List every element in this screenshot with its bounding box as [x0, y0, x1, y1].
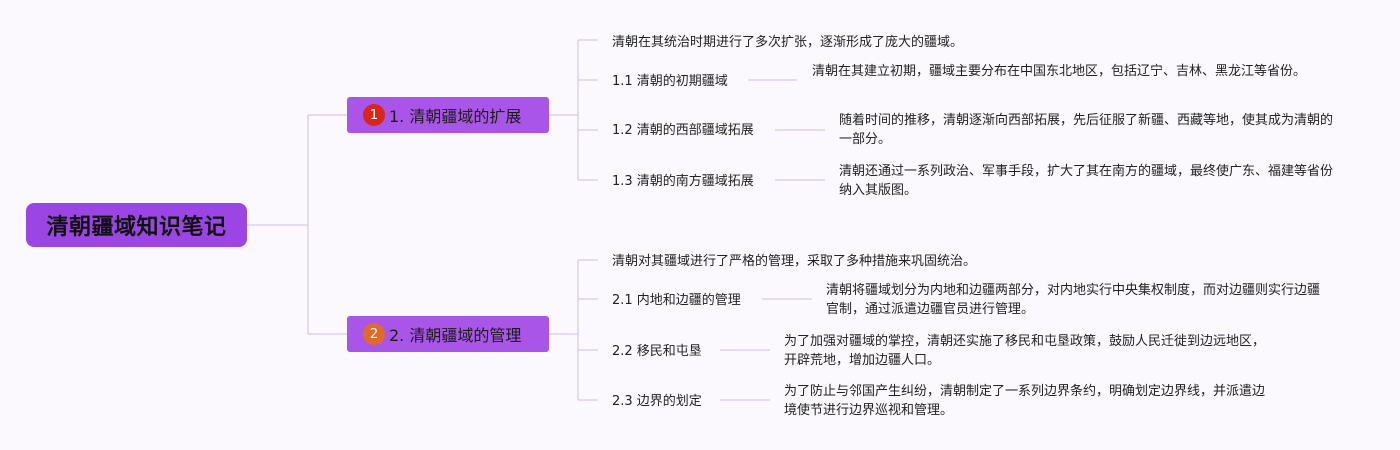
branch-intro: 清朝对其疆域进行了严格的管理，采取了多种措施来巩固统治。: [612, 254, 977, 269]
branch-intro: 清朝在其统治时期进行了多次扩张，逐渐形成了庞大的疆域。: [612, 35, 964, 50]
sub-topic-title[interactable]: 1.2 清朝的西部疆域拓展: [612, 123, 754, 138]
sub-topic-detail: 清朝将疆域划分为内地和边疆两部分，对内地实行中央集权制度，而对边疆则实行边疆官制…: [826, 283, 1321, 317]
sub-topic-title[interactable]: 1.3 清朝的南方疆域拓展: [612, 174, 754, 189]
sub-topic-detail: 清朝在其建立初期，疆域主要分布在中国东北地区，包括辽宁、吉林、黑龙江等省份。: [812, 64, 1307, 79]
branch-title: 1. 清朝疆域的扩展: [389, 107, 522, 126]
sub-topic-title[interactable]: 2.2 移民和屯垦: [612, 344, 702, 359]
sub-topic-title[interactable]: 2.3 边界的划定: [612, 394, 702, 409]
branch-title: 2. 清朝疆域的管理: [389, 326, 522, 345]
root-title: 清朝疆域知识笔记: [46, 215, 227, 240]
sub-topic-title[interactable]: 1.1 清朝的初期疆域: [612, 74, 728, 89]
branch-node-management[interactable]: 2 2. 清朝疆域的管理: [347, 316, 549, 352]
sub-topic-detail: 为了防止与邻国产生纠纷，清朝制定了一系列边界条约，明确划定边界线，并派遣边境使节…: [784, 384, 1266, 418]
root-node[interactable]: 清朝疆域知识笔记: [26, 203, 247, 247]
branch-node-expansion[interactable]: 1 1. 清朝疆域的扩展: [347, 97, 549, 133]
sub-topic-detail: 清朝还通过一系列政治、军事手段，扩大了其在南方的疆域，最终使广东、福建等省份纳入…: [839, 164, 1334, 198]
sub-topic-detail: 随着时间的推移，清朝逐渐向西部拓展，先后征服了新疆、西藏等地，使其成为清朝的一部…: [839, 113, 1334, 147]
sub-topic-title[interactable]: 2.1 内地和边疆的管理: [612, 293, 741, 308]
sub-topic-detail: 为了加强对疆域的掌控，清朝还实施了移民和屯垦政策，鼓励人民迁徙到边远地区，开辟荒…: [784, 334, 1266, 368]
priority-1-icon: 1: [363, 104, 385, 126]
priority-2-icon: 2: [363, 323, 385, 345]
